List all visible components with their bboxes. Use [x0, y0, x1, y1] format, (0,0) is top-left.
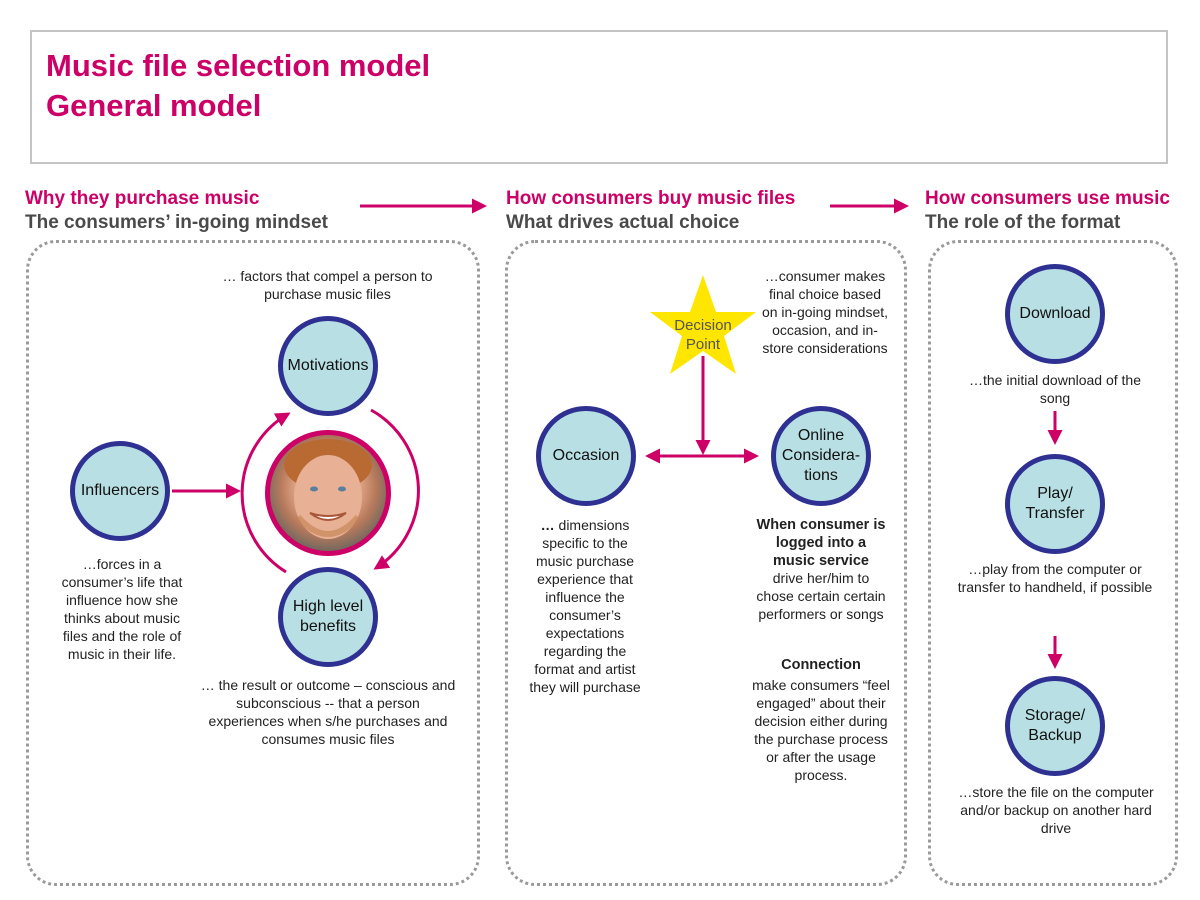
node-online-label-line3: tions [804, 467, 838, 484]
node-motivations-label: Motivations [287, 357, 369, 374]
node-storage-label-line1: Storage/ [1024, 707, 1086, 724]
section-heading-why: Why they purchase music [25, 188, 260, 209]
node-benefits-label-line1: High level [292, 598, 364, 615]
decision-description: …consumer makes final choice based on in… [761, 268, 889, 356]
node-influencers-label: Influencers [80, 482, 160, 499]
occasion-desc-lead: … [540, 517, 555, 533]
panel-usage [928, 240, 1178, 886]
occasion-description: … dimensions specific to the music purch… [526, 516, 644, 696]
node-storage-backup: Storage/Backup [1005, 676, 1105, 776]
online-description-logged-in: drive her/him to chose certain certain p… [756, 570, 886, 622]
decision-point-label: Decision Point [655, 316, 751, 354]
node-influencers: Influencers [70, 441, 170, 541]
panel-mindset [26, 240, 480, 886]
title-box: Music file selection model General model [30, 30, 1168, 164]
node-online-label-line1: Online [797, 427, 845, 444]
section-subheading-how-buy: What drives actual choice [506, 212, 740, 233]
influencers-description: …forces in a consumer’s life that influe… [61, 556, 183, 662]
node-play-label-line2: Transfer [1025, 505, 1085, 522]
diagram-subtitle: General model [46, 88, 262, 123]
node-high-level-benefits: High level benefits [278, 567, 378, 667]
face-icon [284, 439, 372, 539]
storage-description: …store the file on the computer and/or b… [958, 784, 1154, 836]
decision-label-line2: Point [685, 336, 721, 353]
node-online-label-line2: Considera- [781, 447, 861, 464]
play-description: …play from the computer or transfer to h… [957, 561, 1153, 595]
decision-label-line1: Decision [674, 317, 732, 334]
occasion-desc-body: dimensions specific to the music purchas… [529, 517, 641, 695]
section-heading-how-buy: How consumers buy music files [506, 188, 796, 209]
panel-choice [505, 240, 907, 886]
node-motivations: Motivations [278, 316, 378, 416]
node-download: Download [1005, 264, 1105, 364]
section-subheading-how-use: The role of the format [925, 212, 1121, 233]
node-play-transfer: Play/Transfer [1005, 454, 1105, 554]
section-heading-how-use: How consumers use music [925, 188, 1170, 209]
online-heading-connection: Connection [781, 657, 861, 673]
benefits-description: … the result or outcome – conscious and … [200, 677, 456, 747]
download-description: …the initial download of the song [969, 372, 1141, 406]
consumer-photo [265, 430, 391, 556]
diagram-title: Music file selection model [46, 48, 431, 83]
node-occasion: Occasion [536, 406, 636, 506]
node-benefits-label-line2: benefits [299, 618, 357, 635]
online-description-connection: make consumers “feel engaged” about thei… [752, 677, 890, 783]
node-download-label: Download [1019, 305, 1091, 322]
online-heading-logged-in: When consumer is logged into a music ser… [756, 517, 886, 569]
section-subheading-why: The consumers’ in-going mindset [25, 212, 328, 233]
node-storage-label-line2: Backup [1028, 727, 1082, 744]
node-occasion-label: Occasion [552, 447, 620, 464]
node-play-label-line1: Play/ [1037, 485, 1073, 502]
motivations-description: … factors that compel a person to purcha… [222, 268, 433, 302]
